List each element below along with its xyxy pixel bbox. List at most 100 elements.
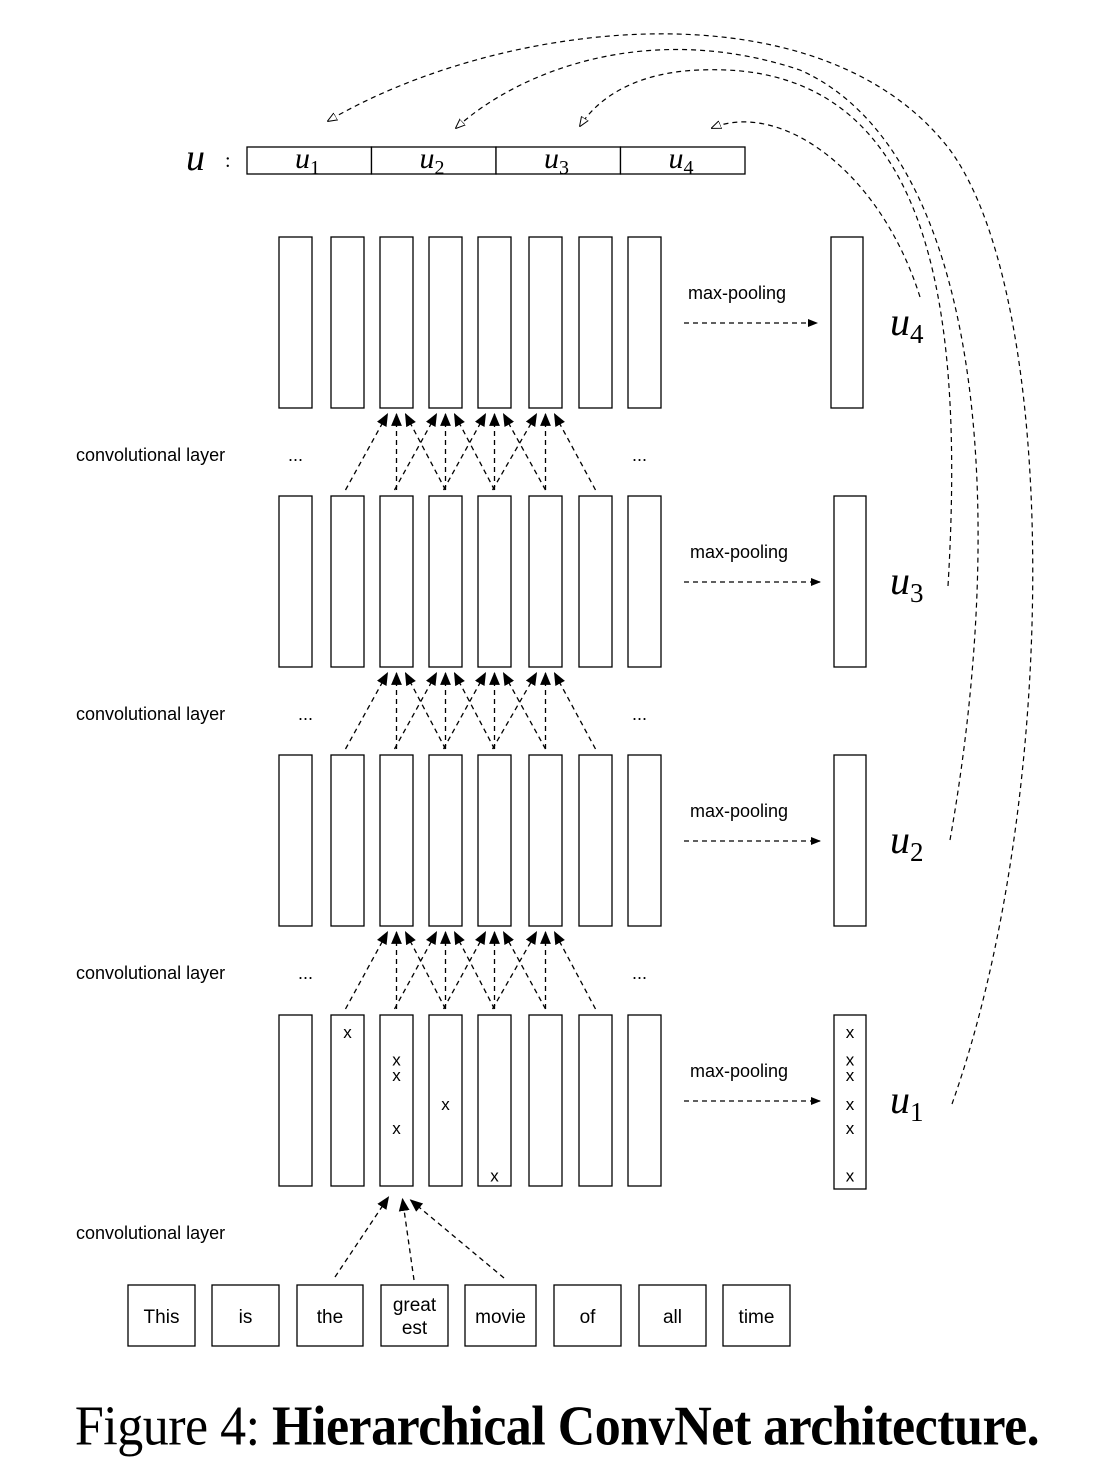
conv-arrow-left: [344, 672, 389, 750]
input-word-label: est: [402, 1318, 428, 1339]
input-word-box: [722, 1284, 791, 1347]
ellipsis-right: ...: [632, 704, 647, 724]
feature-column: [528, 1014, 563, 1187]
conv-arrow-right: [404, 413, 447, 491]
input-conv-arrow-right: [409, 1199, 505, 1279]
input-word-label: time: [739, 1307, 775, 1328]
pooled-feature-mark: x: [846, 1167, 855, 1186]
pooled-output-label: u4: [890, 299, 924, 349]
feature-mark: x: [392, 1066, 401, 1085]
feature-column: [428, 495, 463, 668]
feature-column: [379, 236, 414, 409]
input-word: of: [553, 1284, 622, 1347]
vector-cell-1: u1: [246, 142, 373, 179]
conv-arrow-right: [502, 413, 547, 491]
pooled-output-label: u3: [890, 558, 924, 608]
curve-arrow-u2: [456, 48, 979, 841]
pooled-vector: [833, 1014, 867, 1190]
input-word: all: [638, 1284, 707, 1347]
input-word-label: This: [144, 1307, 180, 1328]
conv-arrow-right: [404, 672, 447, 750]
max-pooling-label: max-pooling: [690, 1061, 788, 1081]
feature-column: [477, 495, 512, 668]
feature-mark: x: [392, 1119, 401, 1138]
feature-column: [278, 236, 313, 409]
feature-mark: x: [392, 1050, 401, 1069]
conv-arrow-right: [553, 672, 597, 750]
conv-arrow-right: [553, 413, 597, 491]
convolutional-layer-label: convolutional layer: [76, 704, 225, 724]
vector-cell-box: [246, 146, 373, 175]
ellipsis-right: ...: [632, 963, 647, 983]
input-word: is: [211, 1284, 280, 1347]
pooled-feature-mark: x: [846, 1050, 855, 1069]
input-word-label: movie: [475, 1307, 526, 1328]
input-word-box: [127, 1284, 196, 1347]
output-vector-label: u: [186, 137, 205, 179]
feature-column: [627, 754, 662, 927]
feature-column: [330, 1014, 365, 1187]
feature-column: [477, 1014, 512, 1187]
vector-cell-2: u2: [370, 142, 497, 179]
feature-mark: x: [490, 1167, 499, 1186]
ellipsis-left: ...: [298, 963, 313, 983]
ellipsis-left: ...: [288, 445, 303, 465]
vector-cell-label: u1: [295, 142, 320, 179]
feature-column: [578, 236, 613, 409]
pooled-feature-mark: x: [846, 1095, 855, 1114]
feature-column: [578, 495, 613, 668]
conv-arrow-left: [393, 931, 438, 1010]
vector-cell-label: u4: [669, 142, 694, 179]
curve-arrow-u3: [580, 69, 953, 587]
vector-cell-4: u4: [619, 142, 746, 179]
pooling-to-vector-arrows: [328, 33, 1034, 1105]
conv-arrow-right: [502, 672, 547, 750]
conv-arrow-right: [453, 413, 496, 491]
vector-cell-3: u3: [495, 142, 622, 179]
conv-arrow-right: [404, 931, 447, 1010]
input-word: movie: [464, 1284, 537, 1347]
input-word-label: great: [393, 1295, 437, 1316]
feature-column: [578, 754, 613, 927]
feature-column: [428, 1014, 463, 1187]
pooled-vector: [830, 236, 864, 409]
convolution-arrows: [334, 412, 597, 1281]
output-vector-separator: :: [225, 150, 231, 172]
conv-arrow-left: [491, 672, 538, 750]
conv-arrow-right: [453, 672, 496, 750]
convolutional-layer-label: convolutional layer: [76, 963, 225, 983]
input-word-label: of: [580, 1307, 597, 1328]
pooled-output-label: u2: [890, 817, 924, 867]
feature-column: [330, 754, 365, 927]
curve-arrow-u4: [712, 122, 921, 298]
conv-arrow-right: [453, 931, 496, 1010]
feature-column: [477, 236, 512, 409]
feature-column: [528, 495, 563, 668]
figure-caption: Figure 4: Hierarchical ConvNet architect…: [0, 1395, 1114, 1459]
ellipsis-left: ...: [298, 704, 313, 724]
conv-arrow-right: [553, 931, 597, 1010]
vector-cell-label: u2: [420, 142, 445, 179]
feature-column: [278, 754, 313, 927]
vector-cell-box: [495, 146, 622, 175]
convolutional-layer-label: convolutional layer: [76, 445, 225, 465]
pooled-feature-mark: x: [846, 1066, 855, 1085]
feature-column: [578, 1014, 613, 1187]
conv-arrow-left: [491, 931, 538, 1010]
pooled-vector: [833, 754, 867, 927]
feature-column: [477, 754, 512, 927]
pooled-output-label: u1: [890, 1077, 924, 1127]
pooled-feature-mark: x: [846, 1119, 855, 1138]
max-pooling-label: max-pooling: [690, 801, 788, 821]
conv-arrow-left: [344, 931, 389, 1010]
feature-column: [428, 754, 463, 927]
conv-arrow-right: [502, 931, 547, 1010]
conv-arrow-left: [491, 413, 538, 491]
input-word-box: [638, 1284, 707, 1347]
